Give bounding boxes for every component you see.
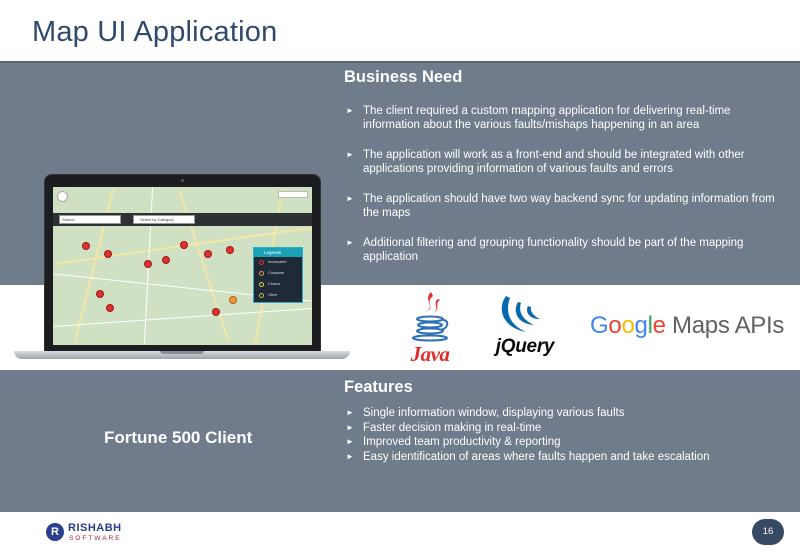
map-pan-control[interactable] (57, 191, 68, 202)
fault-marker[interactable] (107, 305, 113, 311)
fault-marker[interactable] (97, 291, 103, 297)
client-label: Fortune 500 Client (104, 428, 253, 447)
rishabh-logo-icon: R (46, 523, 64, 541)
category-select[interactable]: Select by Category (133, 215, 195, 224)
fault-marker[interactable] (83, 243, 89, 249)
page-number-badge: 16 (752, 519, 784, 545)
map-type-control[interactable] (278, 191, 308, 198)
legend-item: Incomplete (254, 257, 302, 268)
fault-marker[interactable] (227, 247, 233, 253)
list-item: Single information window, displaying va… (346, 406, 786, 421)
list-item: Additional filtering and grouping functi… (346, 236, 786, 264)
list-item: The client required a custom mapping app… (346, 104, 786, 132)
list-item: The application should have two way back… (346, 192, 786, 220)
google-maps-apis-logo: Google Maps APIs (590, 312, 785, 339)
legend-item: Other (254, 290, 302, 301)
jquery-swoosh-icon (501, 296, 540, 332)
jquery-wordmark: jQuery (495, 336, 555, 357)
legend-item: Closed (254, 279, 302, 290)
laptop-base (14, 351, 350, 359)
legend-item: Complete (254, 268, 302, 279)
legend-dot-icon (259, 271, 264, 276)
map-search-input[interactable]: Search (59, 215, 121, 224)
map-screenshot: Search Select by Category Legends (53, 187, 312, 345)
laptop-notch (160, 351, 204, 354)
fault-marker[interactable] (205, 251, 211, 257)
fault-marker[interactable] (145, 261, 151, 267)
list-item: Easy identification of areas where fault… (346, 450, 786, 465)
business-need-list: The client required a custom mapping app… (346, 104, 786, 280)
fault-marker[interactable] (213, 309, 219, 315)
fault-marker[interactable] (163, 257, 169, 263)
fault-marker[interactable] (181, 242, 187, 248)
list-item: Faster decision making in real-time (346, 421, 786, 436)
legend-panel: Legends Incomplete Complete Closed Other (253, 247, 303, 303)
laptop-mockup: Search Select by Category Legends (14, 170, 350, 370)
list-item: The application will work as a front-end… (346, 148, 786, 176)
brand-subtitle: SOFTWARE (69, 535, 122, 542)
business-need-heading: Business Need (344, 68, 463, 86)
features-heading: Features (344, 378, 413, 396)
legend-dot-icon (259, 282, 264, 287)
fault-marker[interactable] (230, 297, 236, 303)
legend-dot-icon (259, 260, 264, 265)
features-list: Single information window, displaying va… (346, 406, 786, 464)
legend-title: Legends (254, 248, 302, 257)
fault-marker[interactable] (105, 251, 111, 257)
brand-name: RISHABH (68, 522, 122, 534)
java-wordmark: Java (410, 342, 450, 366)
list-item: Improved team productivity & reporting (346, 435, 786, 450)
page-title: Map UI Application (32, 16, 278, 48)
java-cup-icon (412, 292, 449, 342)
legend-dot-icon (259, 293, 264, 298)
jquery-logo: jQuery (490, 292, 560, 362)
webcam-icon (181, 179, 184, 182)
java-logo: Java (405, 290, 455, 366)
laptop-screen-bezel: Search Select by Category Legends (44, 174, 321, 352)
